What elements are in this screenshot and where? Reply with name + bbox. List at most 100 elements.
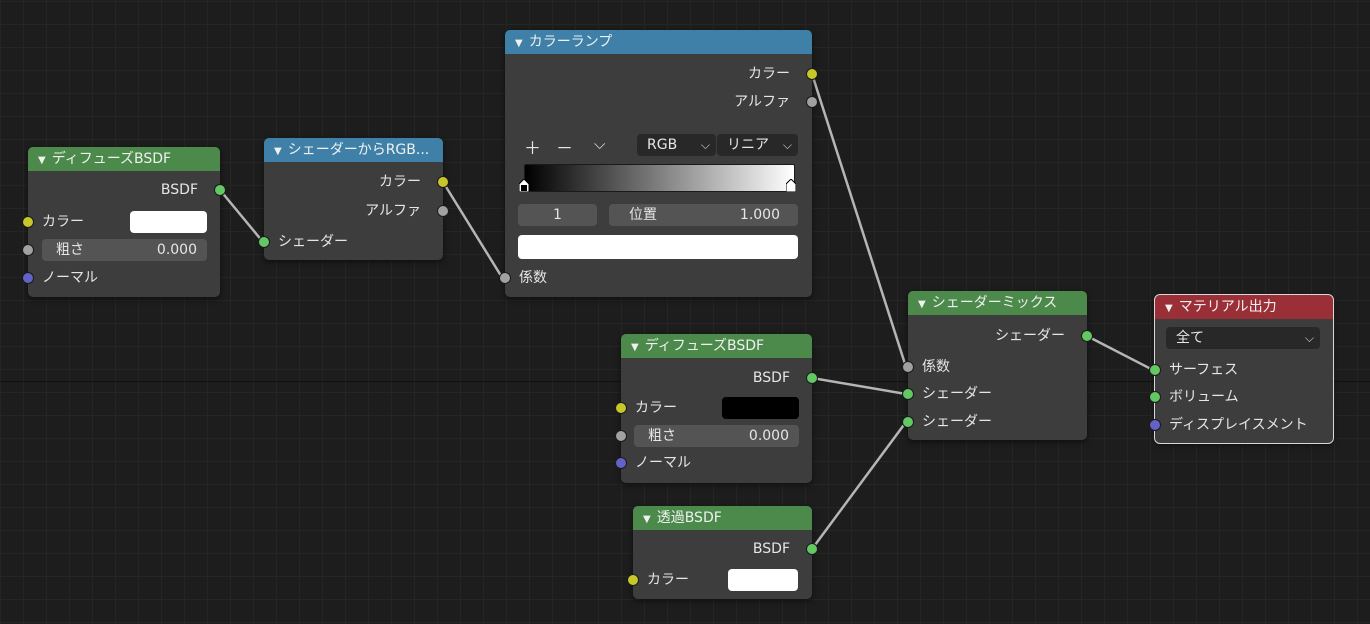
ramp-stop-white[interactable] (786, 179, 796, 192)
bsdf-output-socket[interactable] (214, 184, 226, 196)
color-mode-dropdown[interactable]: RGB ⌵ (637, 134, 716, 156)
input-color: カラー (627, 569, 812, 591)
socket-label: カラー (748, 66, 790, 82)
shader-input-socket[interactable] (258, 236, 270, 248)
material-output-node[interactable]: ▼マテリアル出力 全て ⌵ サーフェス ボリューム ディスプレイスメント (1149, 294, 1334, 444)
roughness-input-socket[interactable] (22, 244, 34, 256)
socket-label: 係数 (922, 359, 950, 375)
socket-label: アルファ (734, 94, 790, 110)
node-title: ディフューズBSDF (644, 338, 765, 354)
minus-icon[interactable]: － (556, 139, 573, 159)
diffuse-bsdf-node-2[interactable]: ▼ ディフューズBSDF BSDF カラー 粗さ 0.000 ノーマル (615, 334, 818, 483)
stop-color-swatch[interactable] (518, 235, 798, 259)
socket-label: シェーダー (922, 414, 992, 430)
shader-input-socket-2[interactable] (902, 416, 914, 428)
alpha-output-socket[interactable] (437, 205, 449, 217)
surface-input-socket[interactable] (1149, 364, 1161, 376)
collapse-triangle-icon[interactable]: ▼ (1165, 303, 1173, 314)
bsdf-output-socket[interactable] (806, 372, 818, 384)
output-bsdf: BSDF (633, 538, 818, 560)
input-color: カラー (615, 397, 812, 419)
stop-index-field[interactable]: 1 (518, 204, 597, 226)
color-swatch[interactable] (722, 397, 799, 419)
color-output-socket[interactable] (437, 176, 449, 188)
transparent-bsdf-node[interactable]: ▼透過BSDF BSDF カラー (627, 506, 818, 599)
color-swatch[interactable] (130, 211, 207, 233)
socket-label: シェーダー (922, 386, 992, 402)
output-bsdf: BSDF (621, 367, 818, 389)
input-fac: 係数 (499, 267, 812, 289)
node-header[interactable]: ▼ カラーランプ (505, 30, 812, 54)
color-input-socket[interactable] (627, 574, 639, 586)
color-input-socket[interactable] (615, 402, 627, 414)
input-displacement: ディスプレイスメント (1149, 414, 1333, 436)
color-ramp-gradient[interactable] (524, 164, 795, 192)
fac-input-socket[interactable] (902, 361, 914, 373)
color-input-socket[interactable] (22, 216, 34, 228)
collapse-triangle-icon[interactable]: ▼ (274, 146, 282, 157)
collapse-triangle-icon[interactable]: ▼ (631, 342, 639, 353)
input-roughness: 粗さ 0.000 (22, 239, 220, 261)
node-header[interactable]: ▼ シェーダーからRGB... (264, 138, 443, 162)
node-header[interactable]: ▼透過BSDF (633, 506, 812, 530)
dropdown-value: 全て (1176, 330, 1204, 346)
link-shadertorgb-to-colorramp (441, 180, 505, 281)
socket-label: ノーマル (635, 455, 691, 471)
roughness-field[interactable]: 粗さ 0.000 (42, 239, 207, 261)
socket-label: ディスプレイスメント (1169, 417, 1308, 433)
shader-to-rgb-node[interactable]: ▼シェーダーからRGB... カラー アルファ シェーダー (258, 138, 449, 260)
color-swatch[interactable] (728, 569, 798, 591)
socket-label: BSDF (160, 182, 198, 198)
mix-shader-node[interactable]: ▼シェーダーミックス シェーダー 係数 シェーダー シェーダー (902, 291, 1093, 440)
alpha-output-socket[interactable] (806, 96, 818, 108)
normal-input-socket[interactable] (22, 272, 34, 284)
input-surface: サーフェス (1149, 359, 1333, 381)
chevron-down-icon[interactable]: ⌵ (594, 135, 606, 153)
volume-input-socket[interactable] (1149, 391, 1161, 403)
output-color: カラー (264, 171, 449, 193)
output-color: カラー (505, 63, 818, 85)
socket-label: カラー (635, 400, 677, 416)
node-header[interactable]: ▼ ディフューズBSDF (621, 334, 812, 358)
socket-label: サーフェス (1169, 362, 1239, 378)
roughness-input-socket[interactable] (615, 430, 627, 442)
field-value: 0.000 (748, 428, 789, 444)
node-header[interactable]: ▼ マテリアル出力 (1155, 295, 1333, 319)
chevron-down-icon: ⌵ (782, 138, 792, 152)
roughness-field[interactable]: 粗さ 0.000 (634, 425, 799, 447)
color-output-socket[interactable] (806, 68, 818, 80)
field-label: 位置 (629, 207, 657, 223)
field-value: 1.000 (739, 207, 780, 223)
collapse-triangle-icon[interactable]: ▼ (643, 514, 651, 525)
node-header[interactable]: ▼シェーダーミックス (908, 291, 1087, 315)
position-field[interactable]: 位置 1.000 (609, 204, 798, 226)
ramp-stop-black[interactable] (519, 179, 529, 192)
socket-label: シェーダー (278, 234, 348, 250)
shader-input-socket-1[interactable] (902, 388, 914, 400)
normal-input-socket[interactable] (615, 457, 627, 469)
diffuse-bsdf-node-1[interactable]: ▼ディフューズBSDF BSDF カラー 粗さ 0.000 ノーマル (22, 147, 226, 297)
color-ramp-node[interactable]: ▼ カラーランプ カラー アルファ ＋ － ⌵ RGB ⌵ リニア ⌵ 1 位置 … (499, 30, 818, 297)
input-normal: ノーマル (22, 267, 220, 289)
node-header[interactable]: ▼ディフューズBSDF (28, 147, 220, 171)
node-title: シェーダーからRGB... (287, 142, 430, 158)
displacement-input-socket[interactable] (1149, 419, 1161, 431)
input-shader: シェーダー (258, 231, 443, 253)
socket-label: BSDF (752, 541, 790, 557)
dropdown-value: RGB (647, 137, 678, 153)
collapse-triangle-icon[interactable]: ▼ (515, 38, 523, 49)
collapse-triangle-icon[interactable]: ▼ (38, 155, 46, 166)
interpolation-dropdown[interactable]: リニア ⌵ (717, 134, 798, 156)
input-fac: 係数 (902, 356, 1087, 378)
socket-label: カラー (42, 214, 84, 230)
plus-icon[interactable]: ＋ (524, 139, 541, 159)
input-shader-1: シェーダー (902, 383, 1087, 405)
node-title: マテリアル出力 (1178, 299, 1277, 315)
collapse-triangle-icon[interactable]: ▼ (918, 299, 926, 310)
target-dropdown[interactable]: 全て ⌵ (1166, 327, 1320, 349)
link-transparent-to-mix-shader2 (810, 420, 908, 551)
fac-input-socket[interactable] (499, 272, 511, 284)
shader-output-socket[interactable] (1081, 330, 1093, 342)
node-title: カラーランプ (528, 34, 613, 50)
bsdf-output-socket[interactable] (806, 543, 818, 555)
